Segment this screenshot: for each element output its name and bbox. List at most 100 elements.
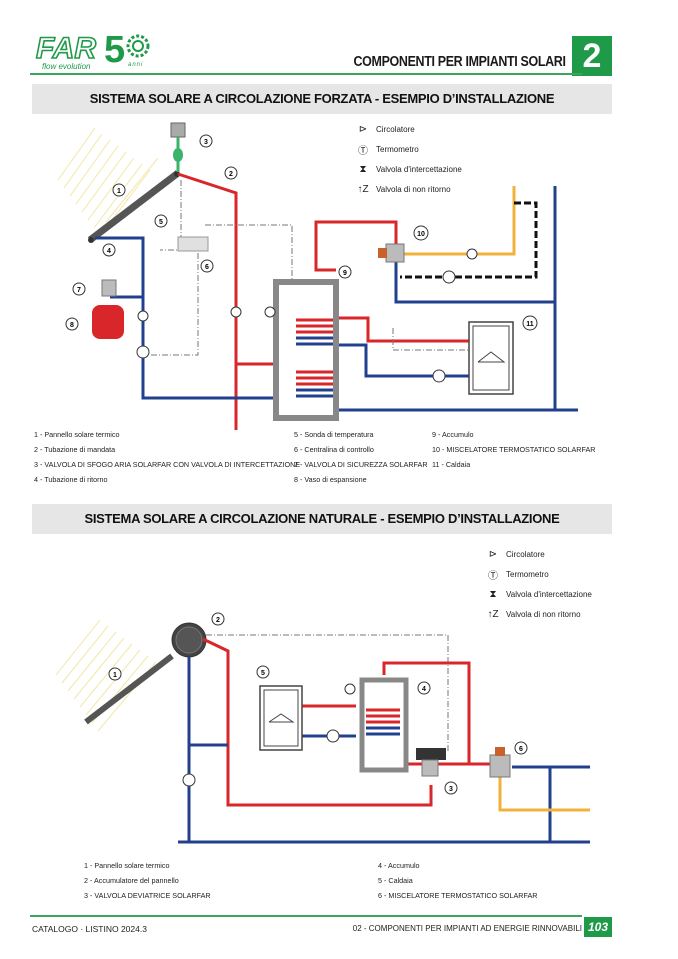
svg-text:1: 1 <box>117 188 121 195</box>
svg-text:8: 8 <box>70 322 74 329</box>
footer-catalog: CATALOGO · LISTINO 2024.3 <box>32 924 147 934</box>
caption-item: 5 - Caldaia <box>378 876 413 885</box>
marker-3: 3 <box>444 781 458 795</box>
svg-text:6: 6 <box>205 264 209 271</box>
cold-pipe <box>178 657 590 844</box>
section-title-forced: SISTEMA SOLARE A CIRCOLAZIONE FORZATA - … <box>89 91 555 106</box>
svg-text:1: 1 <box>113 672 117 679</box>
mixing-valve-knob <box>378 248 387 258</box>
cold-pipe <box>95 186 578 412</box>
marker-9: 9 <box>338 265 352 279</box>
instruments <box>182 683 356 787</box>
captions-natural-col2: 4 - Accumulo 5 - Caldaia 6 - MISCELATORE… <box>378 858 537 903</box>
mixing-valve <box>489 754 511 778</box>
legend-item: ⊳Circolatore <box>486 544 592 564</box>
caption-item: 2 - Tubazione di mandata <box>34 445 116 454</box>
circulator-icon: ⊳ <box>488 548 498 560</box>
captions-forced-col3: 9 - Accumulo 10 - MISCELATORE TERMOSTATI… <box>432 427 595 472</box>
caption-item: 3 - VALVOLA DI SFOGO ARIA SOLARFAR CON V… <box>34 460 301 469</box>
caption-item: 11 - Caldaia <box>432 460 471 469</box>
header-section-title: COMPONENTI PER IMPIANTI SOLARI <box>353 54 566 70</box>
gear-icon <box>126 34 150 58</box>
svg-text:6: 6 <box>519 746 523 753</box>
mixing-valve-knob <box>495 747 505 756</box>
diagram-natural: 1 2 3 4 5 6 <box>55 612 590 844</box>
circulator-icon: ⊳ <box>358 123 368 135</box>
caption-item: 6 - Centralina di controllo <box>294 445 374 454</box>
svg-text:5: 5 <box>159 219 163 226</box>
forced-markers: 1 2 3 4 5 6 7 8 9 10 11 <box>65 134 538 331</box>
footer-chapter: 02 - COMPONENTI PER IMPIANTI AD ENERGIE … <box>352 924 582 933</box>
marker-2: 2 <box>211 612 225 626</box>
legend-item: ⧗Valvola d'intercettazione <box>356 159 461 179</box>
thermometer-icon: Ⓣ <box>488 570 498 582</box>
safety-valve <box>101 279 117 297</box>
control-line <box>206 634 449 752</box>
check-valve-icon: ↑Z <box>357 183 369 195</box>
marker-6: 6 <box>514 741 528 755</box>
boiler <box>468 321 514 395</box>
check-valve-icon: ↑Z <box>487 608 499 620</box>
footer-rule <box>30 915 582 917</box>
page-number: 103 <box>584 917 612 937</box>
caption-item: 4 - Accumulo <box>378 861 420 870</box>
caption-item: 7 - VALVOLA DI SICUREZZA SOLARFAR <box>294 460 428 469</box>
brand-tagline: flow evolution <box>42 62 91 71</box>
captions-forced-col2: 5 - Sonda di temperatura 6 - Centralina … <box>294 427 428 487</box>
caption-item: 4 - Tubazione di ritorno <box>34 475 108 484</box>
marker-3: 3 <box>199 134 213 148</box>
svg-text:2: 2 <box>229 171 233 178</box>
storage-tank <box>273 279 339 421</box>
boiler <box>259 685 303 751</box>
diverter-actuator <box>416 748 446 760</box>
svg-text:4: 4 <box>422 686 426 693</box>
section-title-natural: SISTEMA SOLARE A CIRCOLAZIONE NATURALE -… <box>84 511 560 526</box>
caption-item: 10 - MISCELATORE TERMOSTATICO SOLARFAR <box>432 445 596 454</box>
caption-item: 2 - Accumulatore del pannello <box>84 876 179 885</box>
svg-text:2: 2 <box>216 617 220 624</box>
brand-text: FAR <box>36 32 96 65</box>
instruments <box>136 248 478 383</box>
legend-item: ⧗Valvola d'intercettazione <box>486 584 591 604</box>
shutoff-valve-icon: ⧗ <box>359 163 367 175</box>
brand-anni: anni <box>128 62 143 68</box>
controller-box <box>177 236 209 252</box>
marker-1: 1 <box>112 183 126 197</box>
marker-1: 1 <box>108 667 122 681</box>
marker-11: 11 <box>522 315 538 331</box>
caption-item: 1 - Pannello solare termico <box>84 861 170 870</box>
svg-text:5: 5 <box>261 670 265 677</box>
natural-markers: 1 2 3 4 5 6 <box>108 612 528 795</box>
svg-text:7: 7 <box>77 287 81 294</box>
svg-text:10: 10 <box>417 231 425 238</box>
marker-2: 2 <box>224 166 238 180</box>
header-rule <box>30 73 582 75</box>
legend-item: ⊳Circolatore <box>356 119 462 139</box>
storage-tank <box>359 677 409 773</box>
hot-pipe <box>202 637 498 807</box>
svg-text:4: 4 <box>107 248 111 255</box>
marker-8: 8 <box>65 317 79 331</box>
thermometer-icon: Ⓣ <box>358 145 368 157</box>
caption-item: 3 - VALVOLA DEVIATRICE SOLARFAR <box>84 891 211 900</box>
marker-7: 7 <box>72 282 86 296</box>
marker-6: 6 <box>200 259 214 273</box>
expansion-vessel <box>92 305 124 339</box>
diverter-valve <box>421 759 439 777</box>
marker-5: 5 <box>154 214 168 228</box>
shutoff-valve-icon: ⧗ <box>489 588 497 600</box>
marker-4: 4 <box>417 681 431 695</box>
chapter-badge: 2 <box>572 36 612 76</box>
caption-item: 1 - Pannello solare termico <box>34 430 120 439</box>
diagram-forced: 1 2 3 4 5 6 7 8 9 10 11 <box>57 122 578 430</box>
svg-text:3: 3 <box>449 786 453 793</box>
solar-panel <box>84 653 174 725</box>
captions-natural-col1: 1 - Pannello solare termico 2 - Accumula… <box>84 858 211 903</box>
marker-10: 10 <box>413 225 429 241</box>
